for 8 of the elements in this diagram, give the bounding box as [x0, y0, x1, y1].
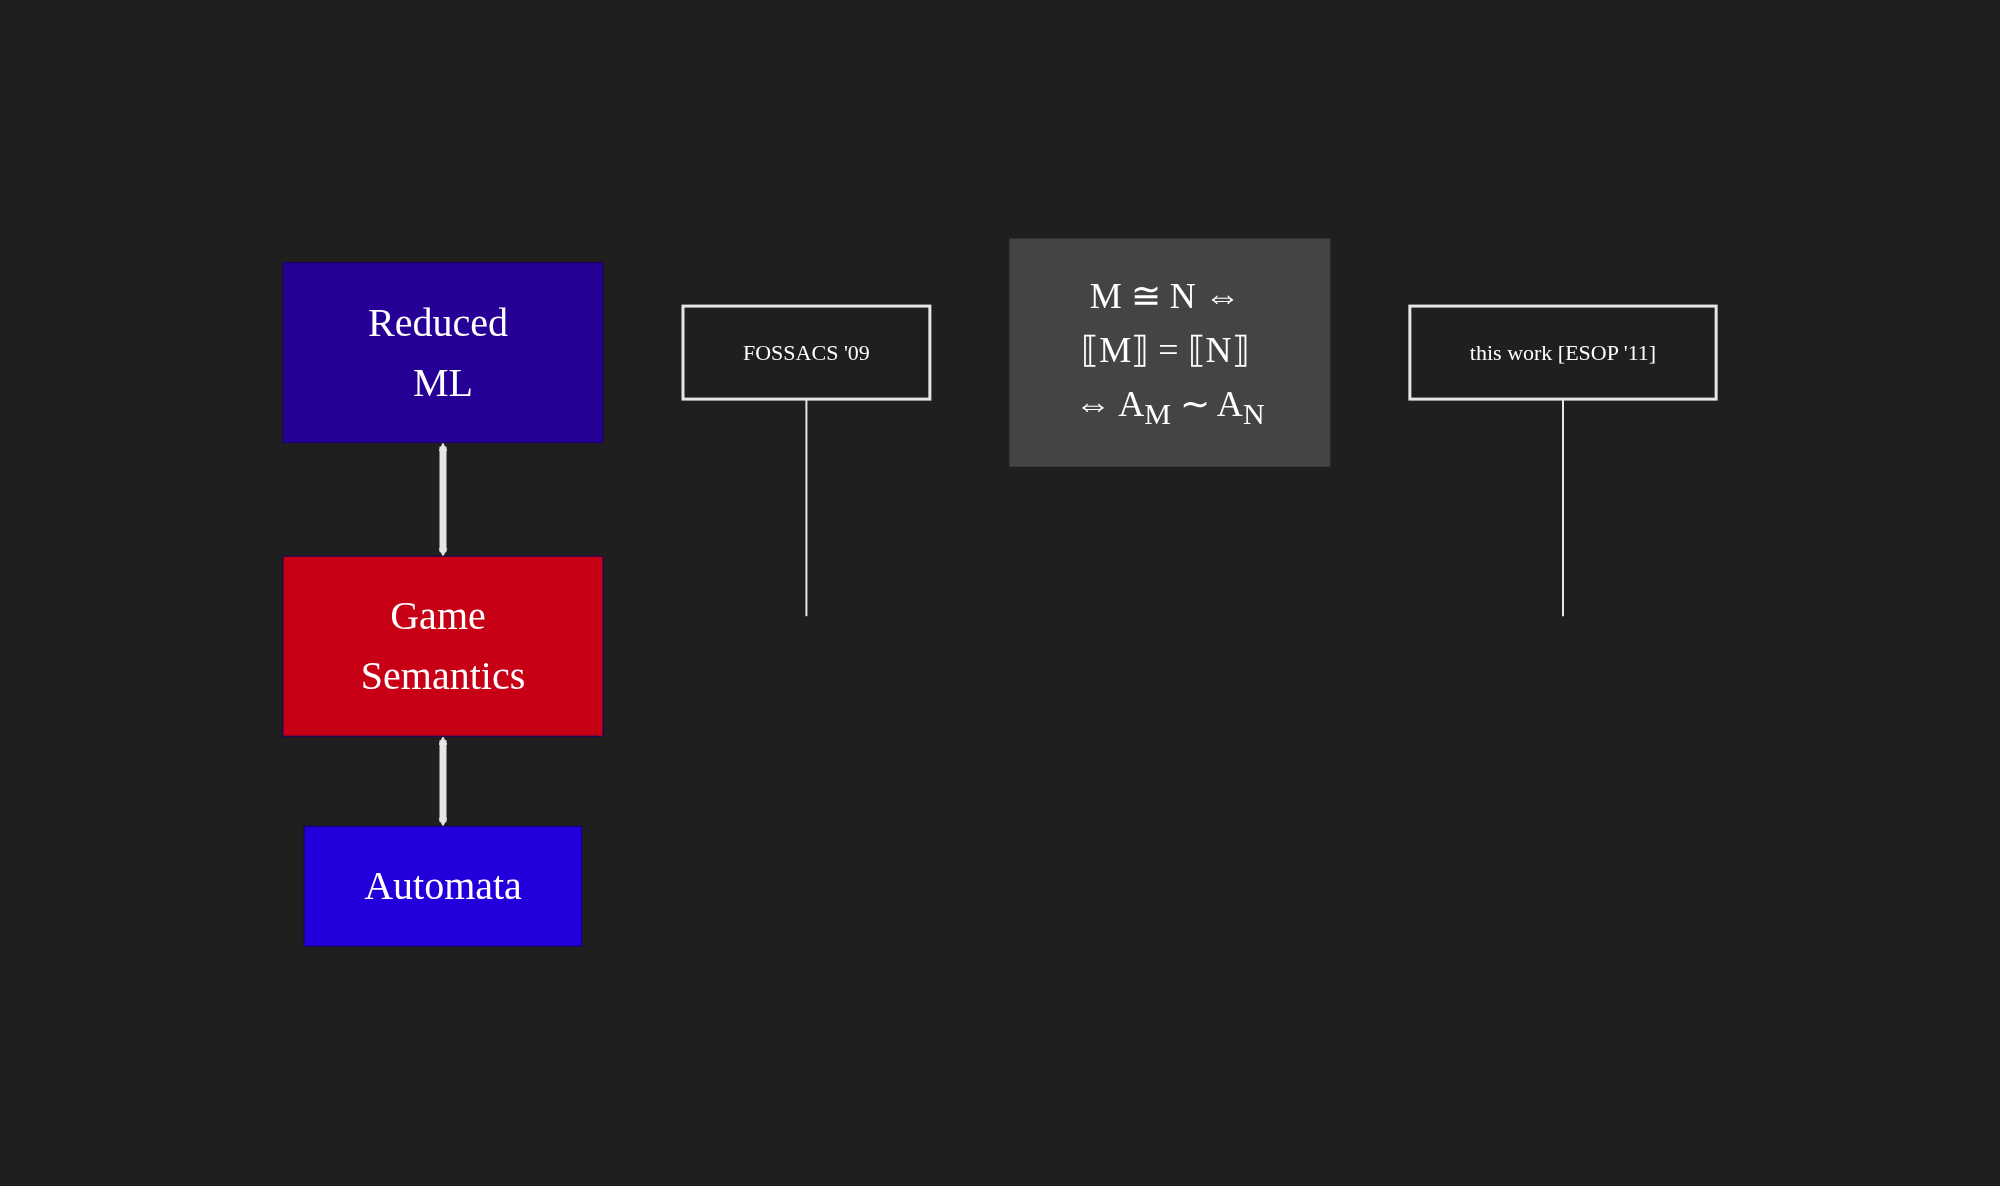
arrow — [439, 736, 448, 827]
node-box: Game Semantics — [282, 556, 604, 738]
node-box: Automata — [304, 826, 583, 948]
node-box: this work [ESOP '11] — [1408, 305, 1719, 401]
node-box: Reduced ML — [282, 262, 604, 444]
arrow — [439, 443, 448, 557]
node-box: M ≅ N ⇔ ⟦M⟧ = ⟦N⟧ ⇔ A$_{M}$ ∼ A$_{N}$ — [1009, 238, 1331, 468]
node-box: FOSSACS '09 — [681, 305, 932, 401]
